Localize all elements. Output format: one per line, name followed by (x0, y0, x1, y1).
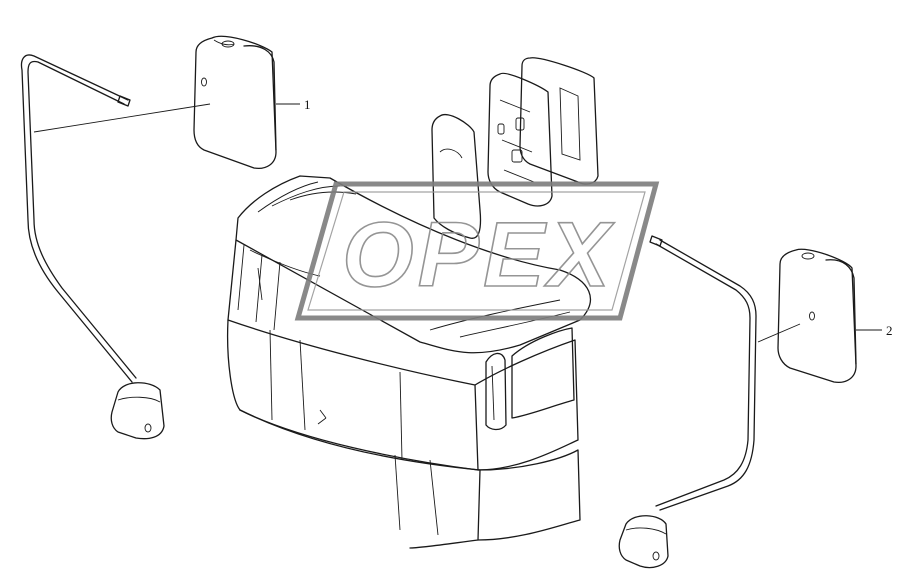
callout-2: 2 (886, 323, 893, 338)
watermark: OPEX (294, 181, 660, 321)
cab-body (226, 175, 591, 549)
right-mirror-arm (618, 235, 757, 569)
callout-leaders (33, 103, 882, 343)
left-mirror-arm (20, 54, 165, 440)
watermark-text: OPEX (342, 204, 614, 306)
right-mirror-head (777, 248, 857, 384)
callout-1: 1 (304, 97, 311, 112)
left-mirror-head (193, 35, 277, 170)
